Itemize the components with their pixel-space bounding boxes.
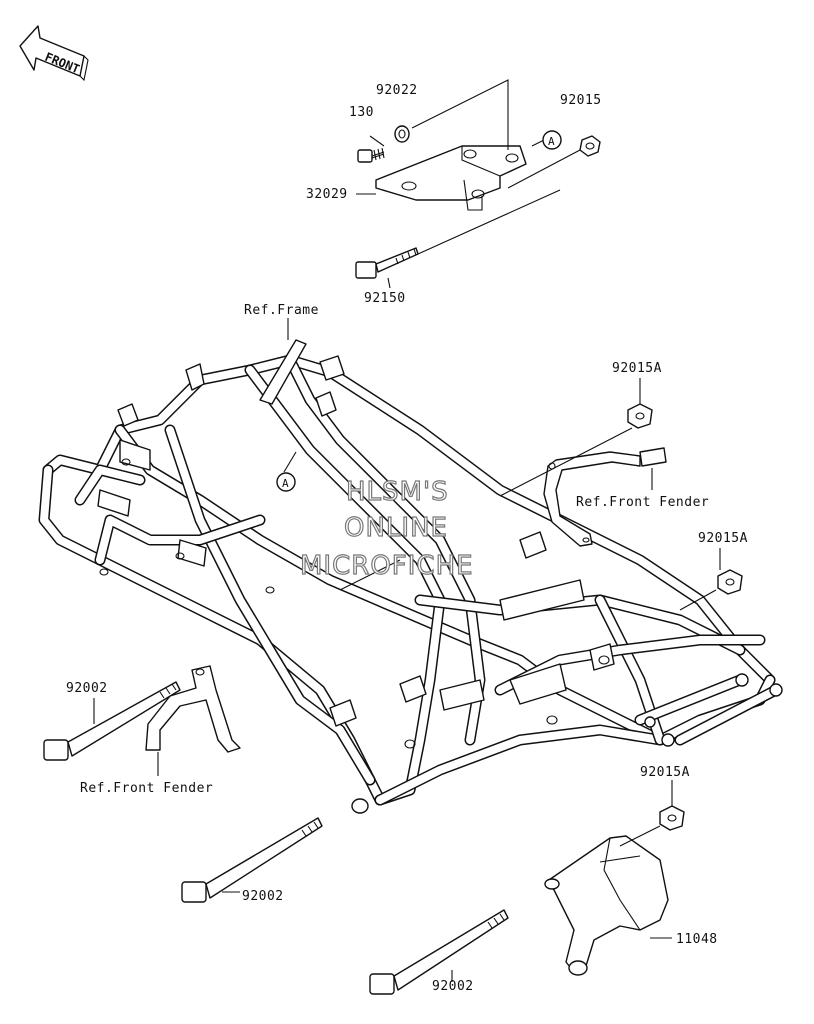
nut-92015A-lower-icon [659,805,685,831]
label-130: 130 [349,105,374,120]
atv-frame [38,339,783,814]
nut-92015A-middle-icon [717,569,743,595]
bolt-92002-middle-icon [181,817,323,903]
front-arrow-icon: FRONT [19,25,89,82]
reference-marker-a-frame: A [276,472,296,492]
svg-text:MICROFICHE: MICROFICHE [300,551,474,581]
bolt-130-icon [357,147,385,163]
svg-text:HLSM'S: HLSM'S [346,477,449,507]
label-92002-upper: 92002 [66,681,108,696]
label-ref-front-fender-right: Ref.Front Fender [576,495,709,510]
svg-text:A: A [548,135,555,148]
nut-92015-icon [579,135,601,157]
reference-marker-a-top: A [542,130,562,150]
engine-bracket-11048-icon [544,835,669,976]
leader-lines [93,318,721,982]
watermark: HLSM'S ONLINE MICROFICHE [299,476,474,581]
label-92015A-lower: 92015A [640,765,690,780]
callout-labels: 130 92022 92015 32029 92150 Ref.Frame 92… [66,83,748,994]
bolt-92002-upper-icon [43,681,181,761]
nut-92015A-upper-icon [627,403,653,429]
svg-text:A: A [282,477,289,490]
label-92150: 92150 [364,291,406,306]
label-ref-frame: Ref.Frame [244,303,319,318]
washer-92022-icon [394,125,410,143]
label-ref-front-fender-left: Ref.Front Fender [80,781,213,796]
bolt-92002-lower-icon [369,909,509,995]
label-11048: 11048 [676,932,718,947]
label-32029: 32029 [306,187,348,202]
label-92002-lower: 92002 [432,979,474,994]
front-fender-bracket-left [145,665,241,753]
label-92022: 92022 [376,83,418,98]
front-fender-bracket-right [543,447,667,547]
svg-text:ONLINE: ONLINE [344,513,448,543]
top-bracket-assembly [355,79,601,289]
label-92015A-middle: 92015A [698,531,748,546]
bolt-92150-icon [355,247,419,279]
label-92015A-upper: 92015A [612,361,662,376]
label-92015: 92015 [560,93,602,108]
label-92002-middle: 92002 [242,889,284,904]
